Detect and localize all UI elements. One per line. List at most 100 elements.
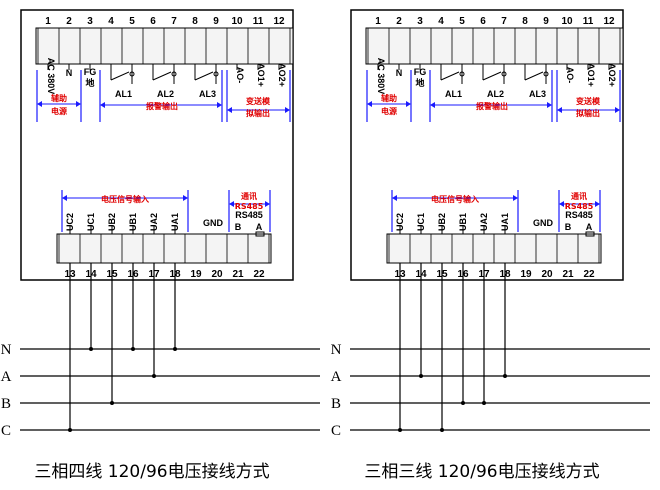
label-rs485-b: B xyxy=(565,222,572,232)
wire-junction-uc2 xyxy=(68,428,72,432)
top-terminal-number-1: 1 xyxy=(375,16,381,27)
label-ao-minus: AO- xyxy=(235,67,245,84)
label-alarm-output: 报警输出 xyxy=(476,101,508,111)
wire-junction-ub1 xyxy=(461,401,465,405)
arrow-alarm-head-right xyxy=(217,102,222,108)
label-ao1-plus: AO1+ xyxy=(256,63,266,87)
wire-junction-uc1 xyxy=(89,347,93,351)
label-aux-ac: AC 380V xyxy=(46,58,56,95)
top-terminal-number-2: 2 xyxy=(396,16,402,27)
label-aux-n: N xyxy=(66,68,73,78)
bottom-terminal-number-19: 19 xyxy=(520,269,532,280)
label-relay-1: AL1 xyxy=(115,89,132,99)
arrow-alarm-head-right xyxy=(547,102,552,108)
label-rs485-red: RS485 xyxy=(565,202,594,211)
label-rs485-b: B xyxy=(235,222,242,232)
label-ua1: UA1 xyxy=(500,213,510,231)
label-relay-3: AL3 xyxy=(529,89,546,99)
label-rs485-a: A xyxy=(256,222,263,232)
wire-junction-ub1 xyxy=(131,347,135,351)
phase-label-a: A xyxy=(331,369,342,385)
label-aux-power-1: 辅助 xyxy=(51,93,67,103)
arrow-aux-head-right xyxy=(76,101,81,107)
wire-junction-ub2 xyxy=(110,401,114,405)
label-ao2-plus: AO2+ xyxy=(277,63,287,87)
bottom-terminal-number-20: 20 xyxy=(541,269,553,280)
top-terminal-number-12: 12 xyxy=(603,16,615,27)
arrow-voltage-head-left xyxy=(392,195,397,201)
bottom-terminal-number-21: 21 xyxy=(562,269,574,280)
diagram-caption: 三相四线 120/96电压接线方式 xyxy=(34,462,269,482)
label-comm: 通讯 xyxy=(241,191,257,201)
bottom-terminal-number-19: 19 xyxy=(190,269,202,280)
top-terminal-block xyxy=(35,27,294,65)
arrow-ao-head-right xyxy=(615,107,620,113)
top-terminal-number-5: 5 xyxy=(459,16,465,27)
label-aux-ac: AC 380V xyxy=(376,58,386,95)
label-relay-3: AL3 xyxy=(199,89,216,99)
arrow-voltage-head-left xyxy=(62,195,67,201)
arrow-alarm-head-left xyxy=(100,102,105,108)
label-fg-ground: 地 xyxy=(85,77,94,88)
label-ao2-plus: AO2+ xyxy=(607,63,617,87)
phase-label-b: B xyxy=(1,396,11,412)
label-gnd: GND xyxy=(533,218,554,228)
label-uc1: UC1 xyxy=(86,213,96,231)
label-comm: 通讯 xyxy=(571,191,587,201)
label-ua1: UA1 xyxy=(170,213,180,231)
label-rs485: RS485 xyxy=(565,210,593,220)
bottom-terminal-number-20: 20 xyxy=(211,269,223,280)
arrow-comm-head-left xyxy=(559,201,564,207)
wire-junction-ub2 xyxy=(440,428,444,432)
label-rs485-a: A xyxy=(586,222,593,232)
top-terminal-number-3: 3 xyxy=(87,16,93,27)
label-rs485: RS485 xyxy=(235,210,263,220)
top-terminal-block xyxy=(365,27,624,65)
phase-label-b: B xyxy=(331,396,341,412)
arrow-voltage-head-right xyxy=(513,195,518,201)
wire-junction-ua2 xyxy=(482,401,486,405)
top-terminal-number-6: 6 xyxy=(150,16,156,27)
wire-junction-uc2 xyxy=(398,428,402,432)
top-terminal-number-2: 2 xyxy=(66,16,72,27)
top-terminal-number-3: 3 xyxy=(417,16,423,27)
top-terminal-number-11: 11 xyxy=(253,16,264,27)
label-alarm-output: 报警输出 xyxy=(146,101,178,111)
phase-label-a: A xyxy=(1,369,12,385)
relay-contact-switch-2 xyxy=(482,71,502,81)
bottom-terminal-number-22: 22 xyxy=(583,269,595,280)
label-ub1: UB1 xyxy=(458,213,468,231)
label-analog-output-1: 变送模 xyxy=(576,96,601,106)
top-terminal-number-10: 10 xyxy=(231,16,243,27)
top-terminal-number-11: 11 xyxy=(583,16,594,27)
terminal-a-marker xyxy=(585,231,595,237)
top-terminal-number-1: 1 xyxy=(45,16,51,27)
terminal-a-marker xyxy=(255,231,265,237)
top-terminal-number-5: 5 xyxy=(129,16,135,27)
top-terminal-number-4: 4 xyxy=(438,16,444,27)
relay-contact-switch-3 xyxy=(524,71,544,81)
label-ao-minus: AO- xyxy=(565,67,575,84)
arrow-aux-head-left xyxy=(37,101,42,107)
phase-label-c: C xyxy=(1,423,11,439)
arrow-ao-head-left xyxy=(557,107,562,113)
arrow-alarm-head-left xyxy=(430,102,435,108)
label-uc1: UC1 xyxy=(416,213,426,231)
relay-contact-switch-3 xyxy=(194,71,214,81)
arrow-ao-head-right xyxy=(285,107,290,113)
top-terminal-number-8: 8 xyxy=(522,16,528,27)
arrow-voltage-head-right xyxy=(183,195,188,201)
arrow-ao-head-left xyxy=(227,107,232,113)
top-terminal-number-9: 9 xyxy=(543,16,549,27)
arrow-aux-head-left xyxy=(367,101,372,107)
label-ub2: UB2 xyxy=(107,213,117,231)
top-terminal-number-7: 7 xyxy=(501,16,507,27)
label-rs485-red: RS485 xyxy=(235,202,264,211)
label-fg: FG xyxy=(84,67,97,77)
wire-junction-uc1 xyxy=(419,374,423,378)
label-relay-1: AL1 xyxy=(445,89,462,99)
diagram-caption: 三相三线 120/96电压接线方式 xyxy=(364,462,599,482)
bottom-terminal-number-22: 22 xyxy=(253,269,265,280)
